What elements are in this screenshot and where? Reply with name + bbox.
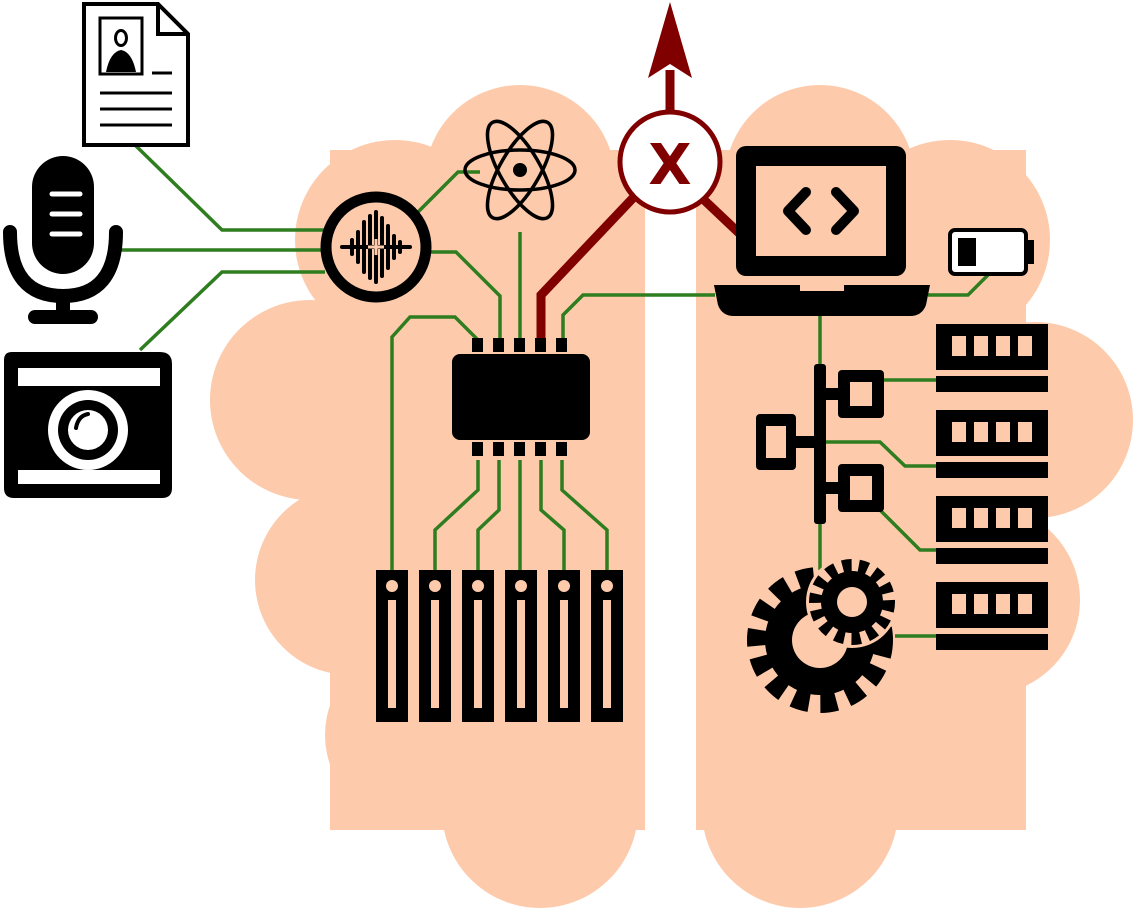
wire-chip-m2 bbox=[433, 460, 480, 570]
wire-chip-m3 bbox=[476, 460, 501, 570]
waveform-encoder-icon bbox=[320, 191, 432, 303]
merge-node-label: X bbox=[648, 133, 691, 198]
code-brackets-icon bbox=[783, 187, 859, 235]
memory-modules bbox=[376, 570, 623, 722]
wire-tree-ram3 bbox=[878, 508, 940, 552]
wires bbox=[118, 143, 990, 638]
wire-loop bbox=[390, 315, 480, 570]
memory-module-icon bbox=[462, 570, 494, 722]
highlight-merge-laptop bbox=[698, 194, 744, 238]
brain-left-hemisphere bbox=[210, 85, 645, 908]
document-with-portrait-icon bbox=[82, 2, 190, 147]
battery-icon bbox=[948, 228, 1034, 276]
wire-encoder-atom bbox=[416, 170, 480, 214]
memory-module-icon bbox=[505, 570, 537, 722]
hierarchy-tree-icon bbox=[756, 364, 884, 524]
merge-node: X bbox=[617, 109, 723, 215]
wire-tree-ram2 bbox=[820, 440, 940, 468]
wire-chip-m6 bbox=[560, 460, 609, 570]
processor-chip-icon bbox=[452, 338, 590, 456]
memory-module-icon bbox=[548, 570, 580, 722]
wire-laptop-chip bbox=[561, 293, 715, 340]
wire-laptop-battery bbox=[928, 273, 990, 297]
memory-module-icon bbox=[376, 570, 408, 722]
wire-encoder-chip bbox=[428, 250, 502, 340]
wire-chip-m5 bbox=[539, 460, 566, 570]
atom-icon bbox=[463, 119, 577, 221]
camera-icon bbox=[4, 352, 172, 498]
small-gear-icon bbox=[806, 556, 898, 648]
ram-sticks bbox=[936, 324, 1048, 650]
highlight-path bbox=[536, 70, 744, 340]
gears-icon bbox=[747, 556, 898, 713]
x-circle-icon bbox=[617, 109, 723, 215]
microphone-icon bbox=[3, 156, 123, 324]
wire-camera bbox=[138, 270, 325, 352]
ram-stick-icon bbox=[936, 496, 1048, 564]
memory-module-icon bbox=[419, 570, 451, 722]
ram-stick-icon bbox=[936, 582, 1048, 650]
memory-module-icon bbox=[591, 570, 623, 722]
highlight-chip-merge bbox=[536, 194, 637, 340]
output-arrow-icon bbox=[648, 2, 692, 78]
ram-stick-icon bbox=[936, 410, 1048, 478]
ram-stick-icon bbox=[936, 324, 1048, 392]
wire-document bbox=[133, 143, 325, 232]
laptop-code-icon bbox=[714, 146, 930, 316]
